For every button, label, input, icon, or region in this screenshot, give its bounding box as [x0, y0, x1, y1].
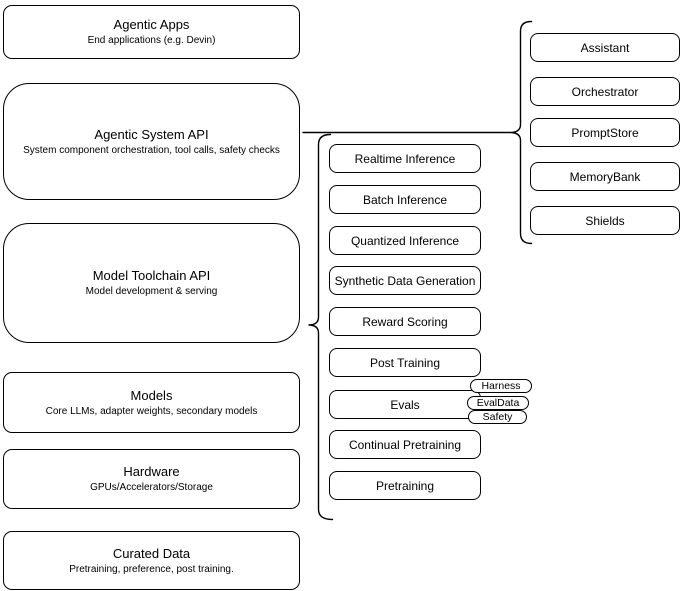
node-subtitle: System component orchestration, tool cal…: [23, 144, 280, 156]
node-memorybank: MemoryBank: [530, 162, 680, 191]
node-label: Continual Pretraining: [348, 437, 462, 452]
node-title: Curated Data: [112, 545, 191, 561]
node-assistant: Assistant: [530, 33, 680, 62]
tag-label: Harness: [481, 379, 521, 392]
node-title: Agentic Apps: [113, 17, 190, 32]
node-subtitle: GPUs/Accelerators/Storage: [90, 482, 213, 493]
node-reward-scoring: Reward Scoring: [329, 307, 481, 336]
node-label: Orchestrator: [571, 84, 639, 99]
node-label: Synthetic Data Generation: [334, 273, 476, 288]
tag-label: EvalData: [476, 396, 520, 409]
node-realtime-inference: Realtime Inference: [329, 144, 481, 173]
node-label: Quantized Inference: [350, 233, 460, 248]
node-title: Models: [130, 387, 173, 403]
node-post-training: Post Training: [329, 348, 481, 377]
node-label: Reward Scoring: [362, 314, 448, 329]
node-subtitle: Core LLMs, adapter weights, secondary mo…: [45, 405, 258, 417]
node-title: Model Toolchain API: [92, 268, 211, 283]
tag-safety: Safety: [468, 410, 527, 424]
node-subtitle: Model development & serving: [85, 286, 218, 297]
node-evals: Evals: [329, 390, 481, 419]
node-continual-pretraining: Continual Pretraining: [329, 430, 481, 459]
node-label: Pretraining: [375, 478, 435, 493]
node-synthetic-data-generation: Synthetic Data Generation: [329, 266, 481, 295]
node-hardware: Hardware GPUs/Accelerators/Storage: [3, 449, 300, 509]
node-orchestrator: Orchestrator: [530, 77, 680, 106]
node-promptstore: PromptStore: [530, 118, 680, 147]
node-label: Batch Inference: [362, 192, 448, 207]
node-title: Hardware: [123, 464, 180, 479]
node-batch-inference: Batch Inference: [329, 185, 481, 214]
node-pretraining: Pretraining: [329, 471, 481, 500]
node-subtitle: Pretraining, preference, post training.: [69, 563, 234, 575]
node-title: Agentic System API: [94, 126, 209, 142]
node-agentic-system-api: Agentic System API System component orch…: [3, 83, 300, 200]
node-label: Realtime Inference: [354, 151, 456, 166]
node-label: Evals: [390, 397, 420, 412]
node-model-toolchain-api: Model Toolchain API Model development & …: [3, 223, 300, 343]
tag-harness: Harness: [470, 379, 532, 393]
tag-label: Safety: [482, 410, 513, 423]
node-shields: Shields: [530, 206, 680, 235]
tag-evaldata: EvalData: [467, 396, 529, 410]
node-label: Post Training: [369, 355, 441, 370]
node-agentic-apps: Agentic Apps End applications (e.g. Devi…: [3, 5, 300, 59]
node-label: Shields: [585, 213, 625, 228]
node-label: Assistant: [580, 40, 630, 55]
node-curated-data: Curated Data Pretraining, preference, po…: [3, 531, 300, 590]
node-models: Models Core LLMs, adapter weights, secon…: [3, 372, 300, 433]
node-label: MemoryBank: [569, 169, 641, 184]
node-quantized-inference: Quantized Inference: [329, 226, 481, 255]
node-subtitle: End applications (e.g. Devin): [87, 35, 216, 46]
components-brace: [509, 20, 533, 245]
node-label: PromptStore: [571, 125, 639, 140]
